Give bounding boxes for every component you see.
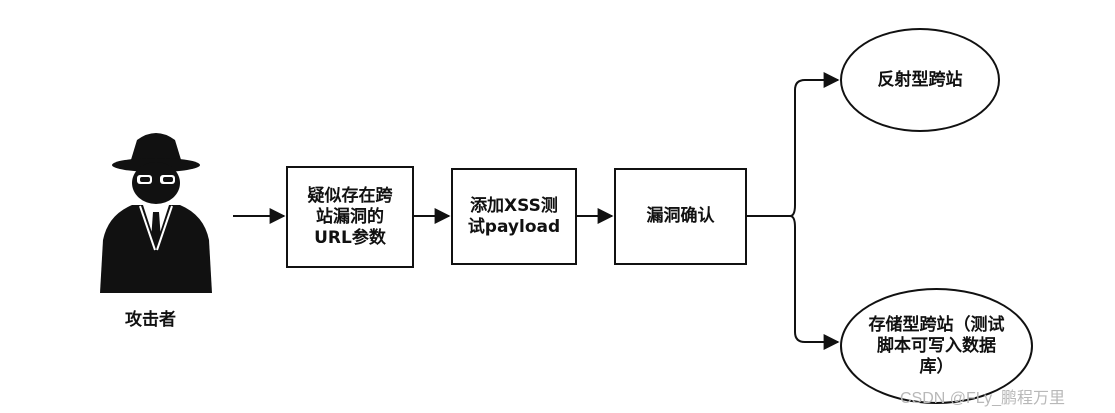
outcome-stored-xss: 存储型跨站（测试 脚本可写入数据 库） [840,288,1033,404]
arrow-to-stored [789,215,840,350]
outcome-reflected-text: 反射型跨站 [877,69,963,90]
arrow-to-reflected [789,72,840,217]
step-confirm-text: 漏洞确认 [646,206,715,226]
attacker-label: 攻击者 [125,310,176,330]
watermark: CSDN @FLy_鹏程万里 [900,390,1066,407]
outcome-stored-text: 存储型跨站（测试 脚本可写入数据 库） [868,314,1005,377]
step-add-xss-payload: 添加XSS测 试payload [451,168,577,265]
step-vulnerability-confirm: 漏洞确认 [614,168,747,265]
outcome-reflected-xss: 反射型跨站 [840,28,1000,132]
attacker-icon [100,133,212,293]
step-test-text: 添加XSS测 试payload [467,195,561,237]
step-suspect-text: 疑似存在跨 站漏洞的 URL参数 [307,185,393,248]
step-suspect-url-params: 疑似存在跨 站漏洞的 URL参数 [286,166,414,268]
